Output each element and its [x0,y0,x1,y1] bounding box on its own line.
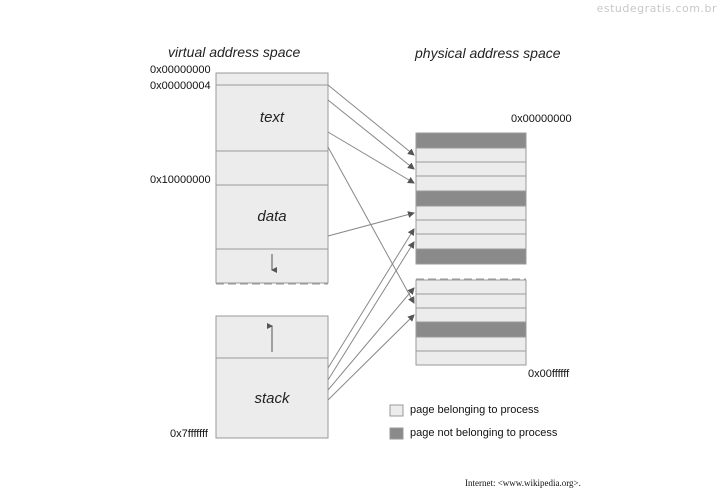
physical-page-5 [415,190,527,207]
virtual-address-10000000: 0x10000000 [150,174,211,186]
physical-page-9 [415,248,527,265]
legend-not-belonging-swatch [389,427,404,440]
map-arrow-1 [327,84,415,156]
segment-label-stack: stack [254,390,290,407]
physical-page-14 [415,336,527,352]
mapping-arrows [327,84,415,401]
physical-page-1 [415,132,527,149]
physical-page-7 [415,219,527,235]
legend-not-belonging-label: page not belonging to process [410,427,558,439]
map-arrow-7 [327,241,415,381]
virtual-segment-data [215,184,329,250]
physical-page-4 [415,175,527,192]
legend-belonging-label: page belonging to process [410,404,540,416]
source-citation: Internet: <www.wikipedia.org>. [465,478,581,488]
physical-page-11 [415,293,527,309]
physical-page-10 [415,279,527,295]
physical-address-column [415,132,527,366]
map-arrow-2 [327,99,415,170]
map-arrow-6 [327,228,415,369]
physical-page-12 [415,307,527,323]
map-arrow-8 [327,287,415,391]
physical-page-13 [415,321,527,338]
physical-page-15 [415,350,527,366]
virtual-address-7fffffff: 0x7fffffff [170,428,208,440]
virtual-page-guard [215,72,329,86]
physical-address-space-title: physical address space [415,45,561,61]
virtual-segment-text [215,84,329,152]
virtual-segment-stack [215,357,329,439]
map-arrow-5 [327,211,415,237]
map-arrow-3 [327,131,415,184]
segment-label-data: data [257,208,287,225]
physical-page-6 [415,205,527,221]
watermark-text: estudegratis.com.br [596,2,717,15]
virtual-address-4: 0x00000004 [150,80,211,92]
legend-belonging-swatch [389,404,404,417]
segment-label-text: text [259,109,285,126]
virtual-address-column [215,72,329,439]
virtual-page-unused-1 [215,150,329,186]
physical-address-bottom: 0x00ffffff [528,368,570,380]
map-arrow-9 [327,314,415,401]
physical-page-8 [415,233,527,250]
physical-page-3 [415,161,527,177]
physical-address-top: 0x00000000 [511,113,572,125]
physical-page-2 [415,147,527,163]
virtual-address-0: 0x00000000 [150,64,211,76]
virtual-address-space-title: virtual address space [168,44,301,60]
